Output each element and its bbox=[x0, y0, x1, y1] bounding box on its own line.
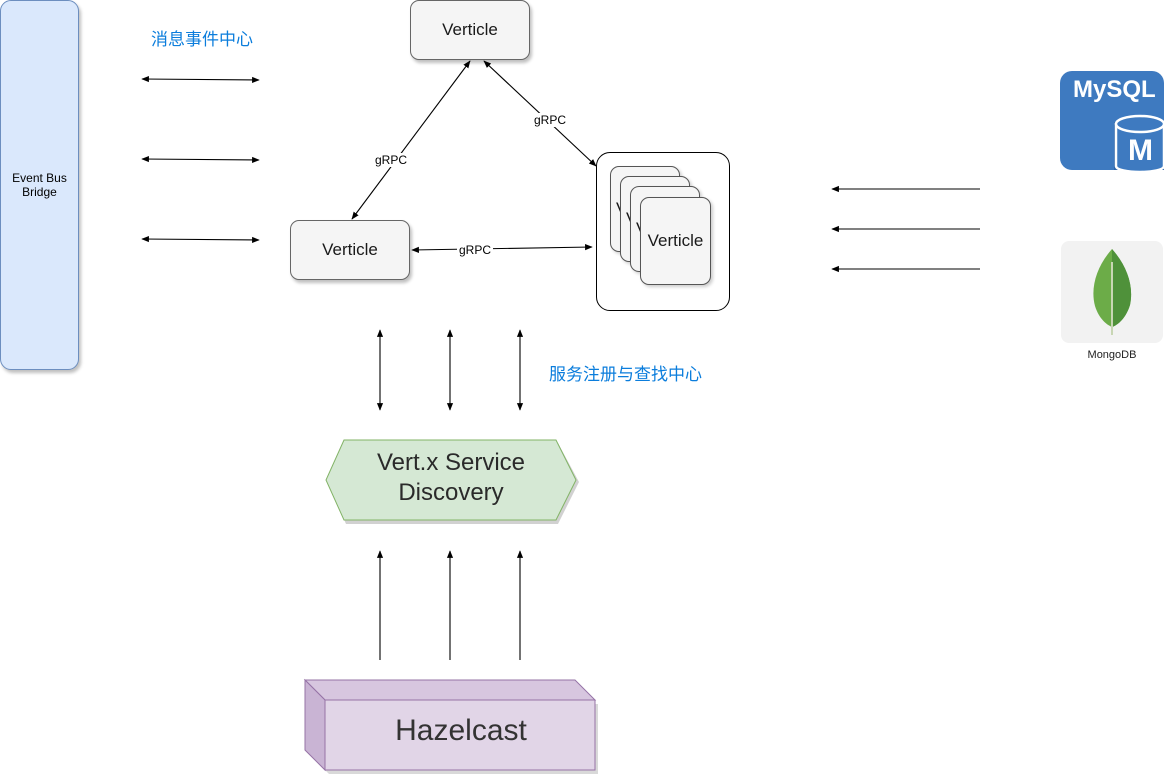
verticle-left-label: Verticle bbox=[322, 240, 378, 259]
bus-link-1 bbox=[141, 75, 260, 84]
event-bus-bridge[interactable]: Event Bus Bridge bbox=[0, 0, 79, 370]
mongodb-label: MongoDB bbox=[1087, 349, 1137, 361]
verticle-top-label: Verticle bbox=[442, 20, 498, 39]
verticle-top-node[interactable]: Verticle bbox=[410, 0, 530, 60]
bus-link-3 bbox=[141, 235, 260, 244]
mysql-label: MySQL bbox=[1073, 76, 1156, 103]
service-discovery-label-line2: Discovery bbox=[398, 479, 504, 506]
grpc-link-bottom bbox=[411, 244, 593, 253]
grpc-link-left bbox=[351, 60, 471, 220]
service-discovery-hexagon bbox=[325, 439, 577, 521]
grpc-bottom-label: gRPC bbox=[457, 243, 494, 257]
hazelcast-label: Hazelcast bbox=[395, 714, 527, 747]
verticle-left-node[interactable]: Verticle bbox=[290, 220, 410, 280]
verticle-stack-card-front[interactable]: Verticle bbox=[640, 197, 711, 285]
event-bus-label-line1: Event Bus bbox=[12, 171, 67, 185]
bus-link-2 bbox=[141, 155, 260, 164]
service-registry-label: 服务注册与查找中心 bbox=[549, 365, 702, 385]
mysql-cylinder-icon bbox=[1060, 71, 1164, 174]
grpc-right-label: gRPC bbox=[532, 113, 569, 127]
service-discovery-label-line1: Vert.x Service bbox=[376, 449, 526, 476]
mongodb-leaf-icon bbox=[1061, 241, 1163, 343]
hazelcast-cube bbox=[303, 678, 598, 774]
verticle-stack-front-label: Verticle bbox=[647, 231, 704, 250]
message-center-label: 消息事件中心 bbox=[151, 30, 253, 50]
mysql-badge-letter: M bbox=[1128, 134, 1153, 167]
grpc-left-label: gRPC bbox=[373, 153, 410, 167]
event-bus-label-line2: Bridge bbox=[22, 185, 57, 199]
